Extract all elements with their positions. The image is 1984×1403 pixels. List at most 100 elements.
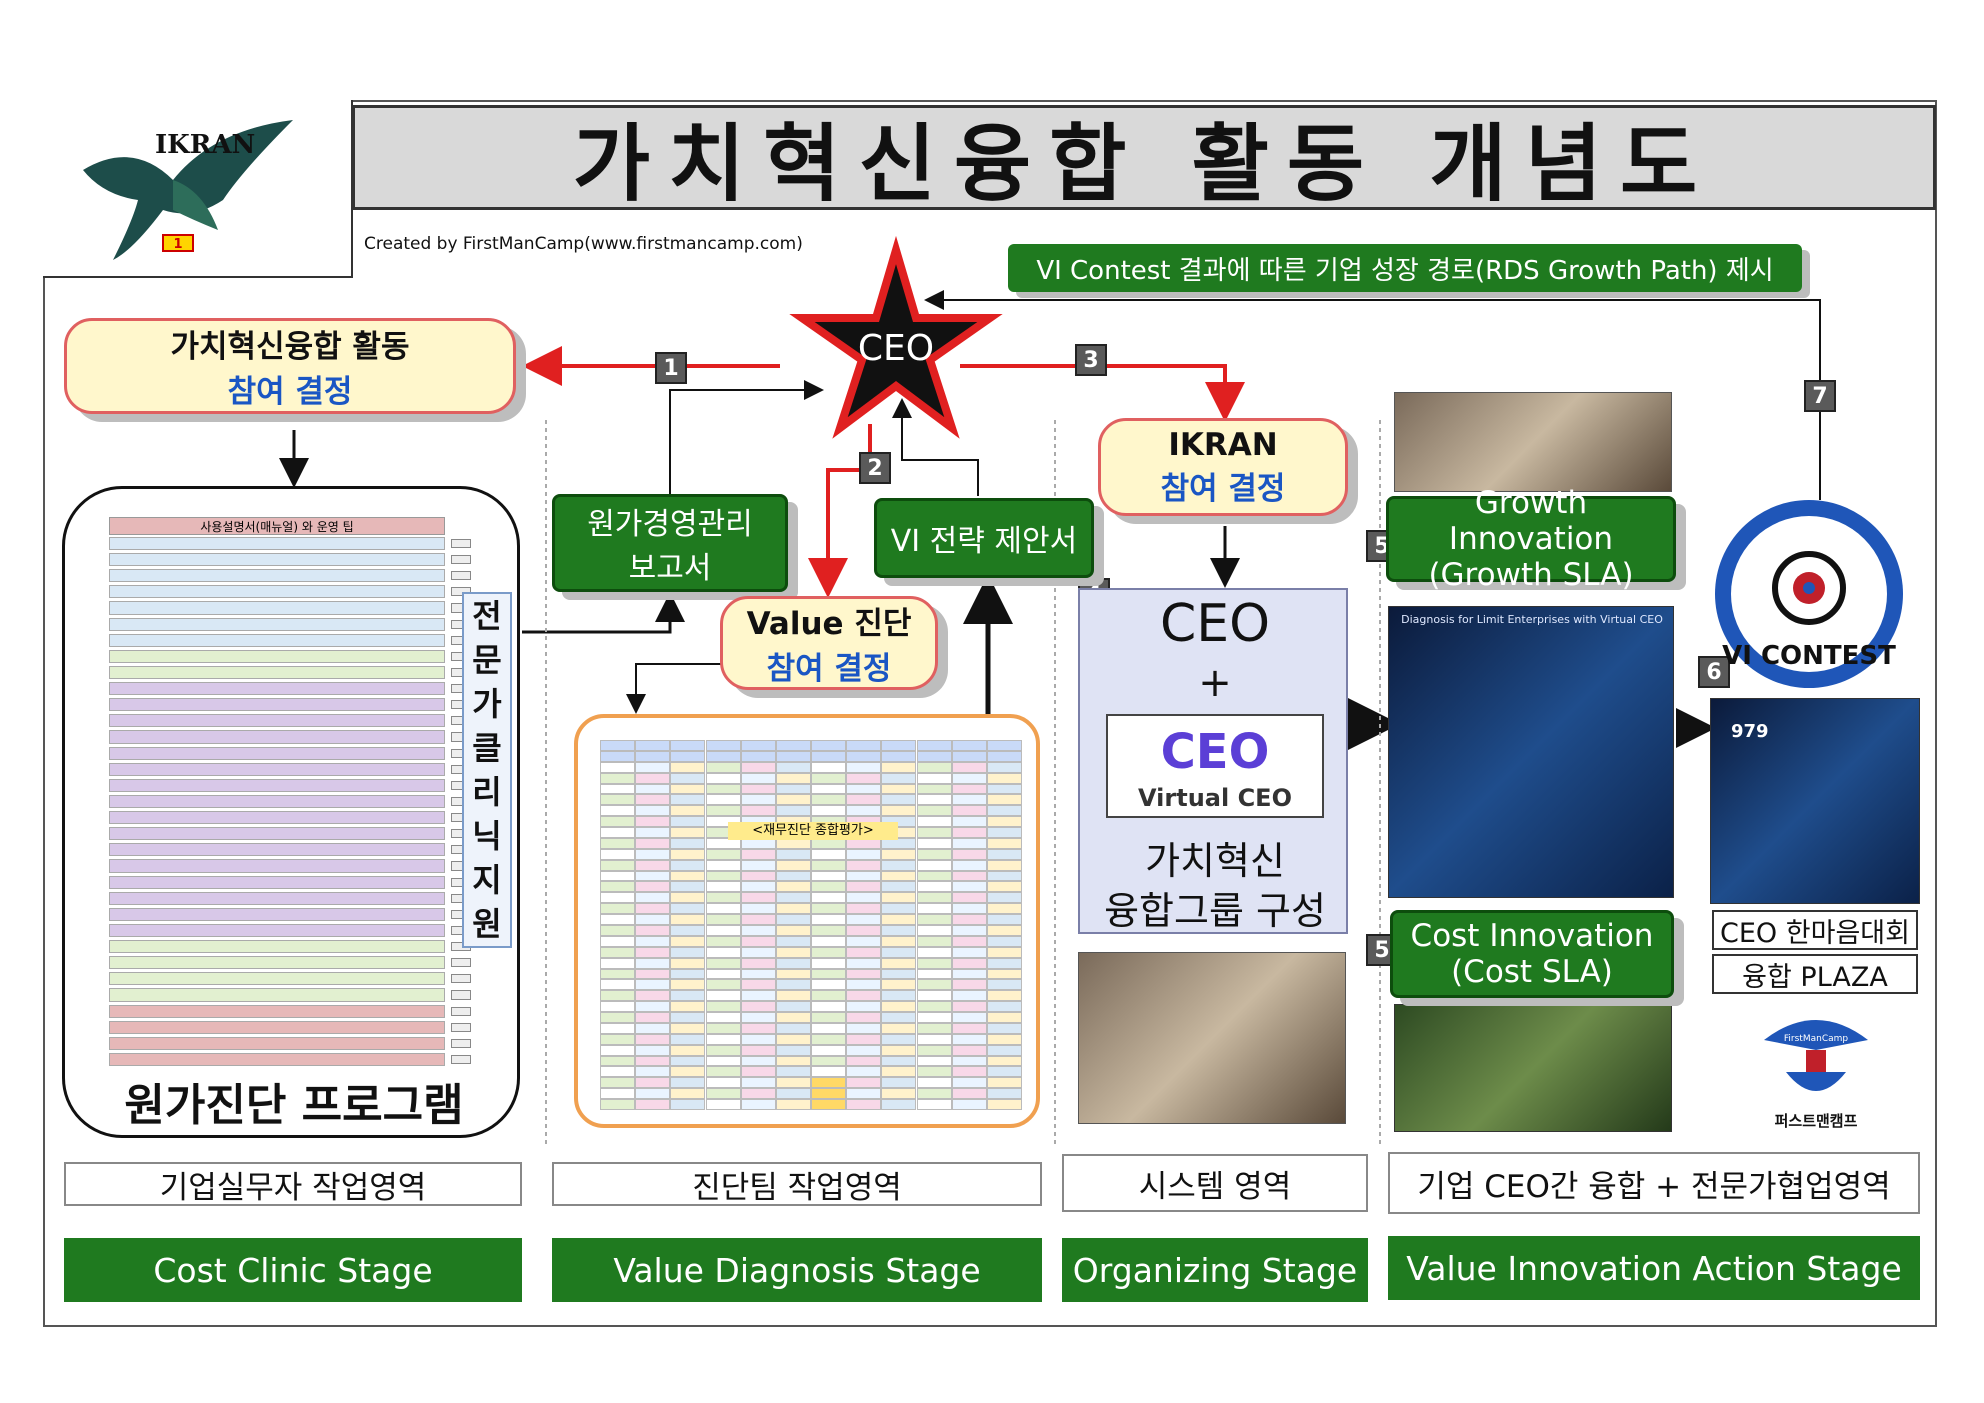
sheet-cell (846, 968, 882, 980)
system-plus: + (1198, 660, 1232, 706)
sheet-cell (670, 1033, 706, 1045)
sheet-cell (811, 957, 847, 969)
sheet-cell (846, 750, 882, 762)
sheet-cell (916, 935, 952, 947)
system-line2: 융합그룹 구성 (1104, 889, 1326, 933)
vertical-char: 닉 (472, 817, 502, 855)
sheet-cell (635, 946, 671, 958)
sheet-cell (705, 1033, 741, 1045)
sheet-cell (670, 925, 706, 936)
sheet-cell (881, 805, 917, 817)
sheet-cell (916, 979, 952, 991)
sheet-cell (670, 1012, 706, 1023)
program-row-tag (451, 990, 471, 1000)
sheet-cell (916, 1055, 952, 1067)
sheet-cell (740, 979, 776, 991)
sheet-cell (916, 968, 952, 980)
sheet-cell (600, 979, 636, 991)
sheet-cell (705, 1022, 741, 1034)
program-row (109, 827, 445, 841)
sheet-cell (600, 1066, 636, 1078)
sheet-cell (811, 870, 847, 882)
sheet-cell (740, 914, 776, 925)
sheet-cell (635, 957, 671, 969)
sheet-cell (635, 1022, 671, 1034)
vertical-char: 클 (472, 729, 502, 767)
sheet-cell (705, 805, 741, 817)
sheet-cell (635, 1044, 671, 1056)
program-row (109, 778, 445, 792)
sheet-cell (881, 848, 917, 860)
program-row-tag (451, 1054, 471, 1064)
program-row (109, 891, 445, 905)
program-sheet-header: 사용설명서(매뉴얼) 와 운영 팁 (109, 517, 445, 535)
sheet-cell (811, 1033, 847, 1045)
sheet-cell (846, 1099, 882, 1110)
sheet-cell (811, 979, 847, 991)
sheet-cell (951, 892, 987, 904)
sheet-cell (881, 870, 917, 882)
sheet-cell (986, 957, 1022, 969)
sheet-cell (986, 990, 1022, 1002)
sheet-cell (951, 881, 987, 893)
sheet-cell (811, 1012, 847, 1023)
sheet-cell (600, 859, 636, 871)
sheet-cell (951, 1077, 987, 1089)
sheet-cell (951, 1033, 987, 1045)
sheet-cell (600, 805, 636, 817)
growth-line1: Growth Innovation (1448, 485, 1614, 557)
sheet-cell (951, 990, 987, 1002)
vi-contest-emblem: VI CONTEST (1710, 496, 1908, 692)
sheet-cell (846, 848, 882, 860)
sheet-cell (705, 1044, 741, 1056)
participation-line2: 참여 결정 (227, 374, 353, 410)
sheet-cell (740, 1077, 776, 1089)
firstmancamp-logo: 퍼스트맨캠프 FirstManCamp (1756, 1000, 1876, 1134)
sheet-cell (705, 1088, 741, 1100)
sheet-cell (951, 816, 987, 828)
sheet-cell (846, 990, 882, 1002)
sheet-cell (846, 979, 882, 991)
sheet-cell (846, 761, 882, 773)
sheet-cell (705, 990, 741, 1002)
sheet-cell (705, 957, 741, 969)
sheet-cell (881, 1099, 917, 1110)
sheet-cell (670, 968, 706, 980)
sheet-cell (600, 740, 636, 751)
sheet-cell (846, 1077, 882, 1089)
sheet-cell (916, 1012, 952, 1023)
sheet-cell (916, 783, 952, 795)
sheet-cell (600, 772, 636, 784)
ikran-decision: IKRAN 참여 결정 (1098, 418, 1348, 516)
sheet-cell (705, 1099, 741, 1110)
growth-line2: (Growth SLA) (1428, 557, 1634, 593)
contest-screen-number: 979 (1731, 721, 1769, 742)
sheet-cell (846, 740, 882, 751)
sheet-cell (986, 1099, 1022, 1110)
sheet-cell (740, 1001, 776, 1013)
sheet-cell (881, 914, 917, 925)
sheet-cell (951, 957, 987, 969)
sheet-cell (986, 794, 1022, 806)
sheet-cell (740, 903, 776, 915)
sheet-cell (670, 794, 706, 806)
sheet-cell (705, 925, 741, 936)
sheet-cell (916, 990, 952, 1002)
sheet-cell (635, 783, 671, 795)
sheet-cell (881, 1077, 917, 1089)
sheet-cell (881, 1022, 917, 1034)
sheet-cell (881, 750, 917, 762)
sheet-cell (775, 925, 811, 936)
logo-text: IKRAN (155, 130, 256, 160)
sheet-cell (705, 750, 741, 762)
sheet-cell (775, 870, 811, 882)
sheet-cell (600, 794, 636, 806)
sheet-cell (775, 1033, 811, 1045)
sheet-cell (670, 1066, 706, 1078)
program-row (109, 859, 445, 873)
sheet-cell (635, 914, 671, 925)
sheet-cell (775, 1055, 811, 1067)
program-row (109, 1036, 445, 1050)
area-label-ceo-fusion: 기업 CEO간 융합 + 전문가협업영역 (1388, 1152, 1920, 1214)
cost-report-box: 원가경영관리 보고서 (552, 494, 788, 592)
